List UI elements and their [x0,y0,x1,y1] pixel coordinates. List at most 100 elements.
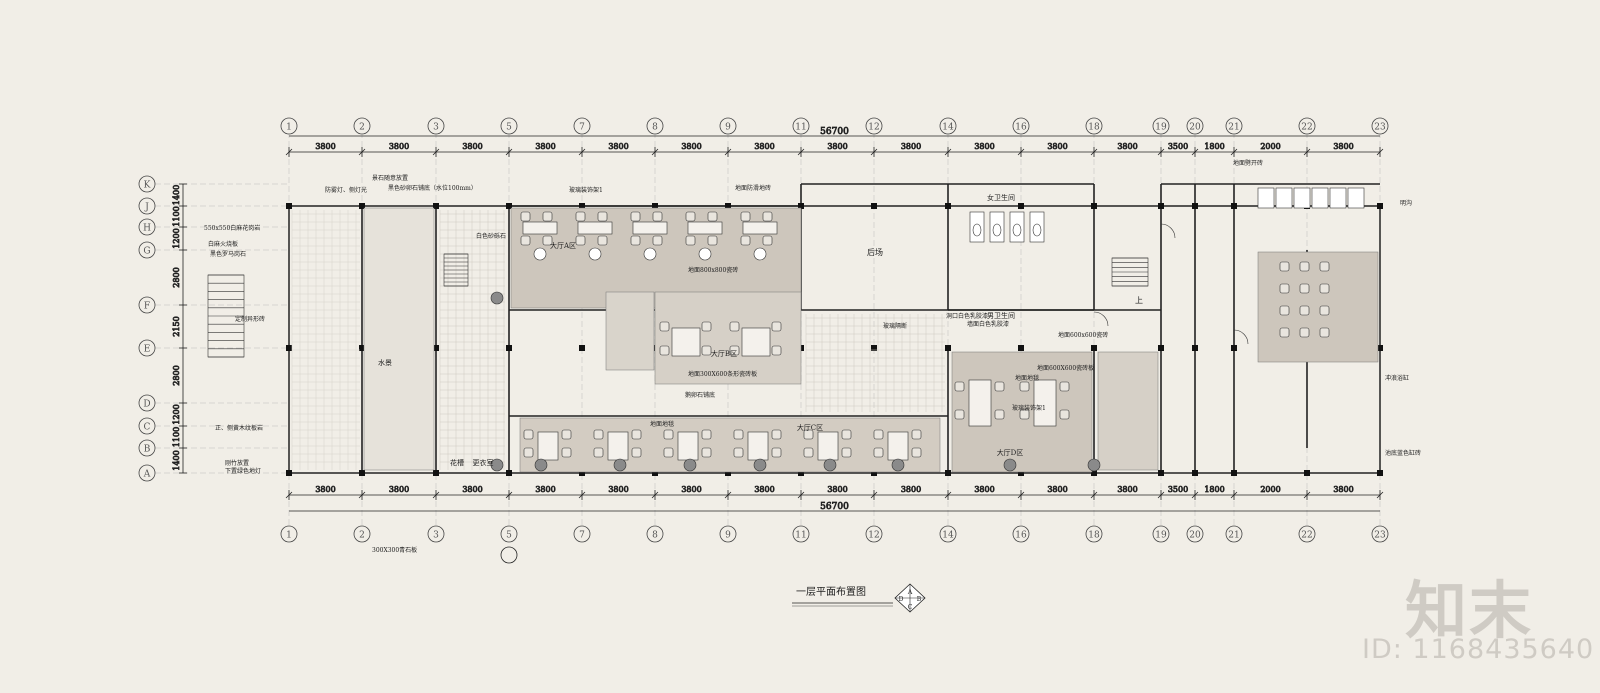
watermark-logo: 知末 [1405,574,1534,647]
axis-bubble [1371,117,1389,135]
pendant [533,247,547,261]
annotation-note: 玻璃装饰架1 [1012,404,1046,412]
annotation-note: 墙面白色乳胶漆 [967,320,1009,328]
chair [803,447,814,458]
chair [542,211,553,222]
axis-label: 2 [359,531,365,541]
section-marker [500,546,518,564]
chair [1059,381,1070,392]
axis-label: 23 [1374,123,1386,133]
compass-letter: D [899,596,904,603]
column [1091,203,1097,209]
axis-bubble [427,525,445,543]
axis-bubble [1012,525,1030,543]
chair [911,447,922,458]
axis-label: 21 [1228,531,1239,541]
chair [630,235,641,246]
axis-bubble [792,117,810,135]
axis-label: 19 [1155,123,1167,133]
axis-bubble [138,218,156,236]
annotation-note: 玻璃隔断 [883,322,907,330]
furniture [207,187,1365,472]
dim-slash [1157,148,1165,156]
column [359,470,365,476]
annotation-note: 地面地毯 [650,420,674,428]
table [687,221,723,235]
axis-label: J [144,203,149,213]
chair [1299,261,1310,272]
dim-slash [1157,491,1165,499]
axis-bubble [1225,525,1243,543]
dim-label: 3800 [754,485,774,494]
dim-label: 3800 [974,142,994,151]
chair [659,321,670,332]
column [652,470,658,476]
axis-label: 21 [1228,123,1239,133]
chair [659,345,670,356]
plant [1003,458,1017,472]
dim-label: 1100 [172,427,181,447]
dim-label: 1400 [172,185,181,205]
annotation-note: 刚竹放置 [225,459,249,467]
label-kitchen: 花槽 [450,458,464,467]
dim-slash [1230,491,1238,499]
dim-slash [432,148,440,156]
locker [1293,187,1311,209]
annotation-note: 白色砂砾石 [476,232,506,240]
chair [1319,305,1330,316]
dim-label: 3800 [535,485,555,494]
annotation-note: 地面地毯 [1015,374,1039,382]
label-water-feature: 水景 [378,358,392,367]
chair [652,235,663,246]
pendant [698,247,712,261]
axis-label: C [144,423,151,433]
watermark-id: ID: 1168435640 [1362,634,1595,665]
dim-label: 3800 [827,142,847,151]
dim-label: 3800 [315,485,335,494]
chair [707,211,718,222]
column [1304,470,1310,476]
chair [1299,327,1310,338]
chair [631,447,642,458]
axis-label: 1 [286,531,292,541]
plant [490,458,504,472]
axis-label: 5 [506,123,512,133]
dim-slash [724,491,732,499]
annotation-note: 玻璃装饰架1 [569,186,603,194]
chair [575,211,586,222]
chair [1319,327,1330,338]
stair [207,274,245,358]
chair [520,211,531,222]
column [798,470,804,476]
axis-label: D [143,400,150,410]
chair [701,321,712,332]
dim-slash [1017,491,1025,499]
column [1377,203,1383,209]
axis-bubble [138,296,156,314]
chair [701,447,712,458]
column [433,203,439,209]
dim-slash [505,148,513,156]
dim-label: 3800 [974,485,994,494]
column [798,203,804,209]
dim-slash [1303,491,1311,499]
annotation-note: 明沟 [1400,199,1412,207]
axis-bubble [280,117,298,135]
chair [771,429,782,440]
dim-slash [944,491,952,499]
pendant [588,247,602,261]
toilet [1032,223,1042,237]
dim-slash [1303,148,1311,156]
table [677,431,699,461]
column [1018,345,1024,351]
dim-label: 3800 [1333,142,1353,151]
chair [1019,409,1030,420]
column [1018,203,1024,209]
table [968,379,992,427]
table [1033,379,1057,427]
axis-bubble [939,525,957,543]
axis-label: 5 [506,531,512,541]
axis-label: 14 [942,123,954,133]
dim-label: 3800 [462,485,482,494]
column [871,203,877,209]
